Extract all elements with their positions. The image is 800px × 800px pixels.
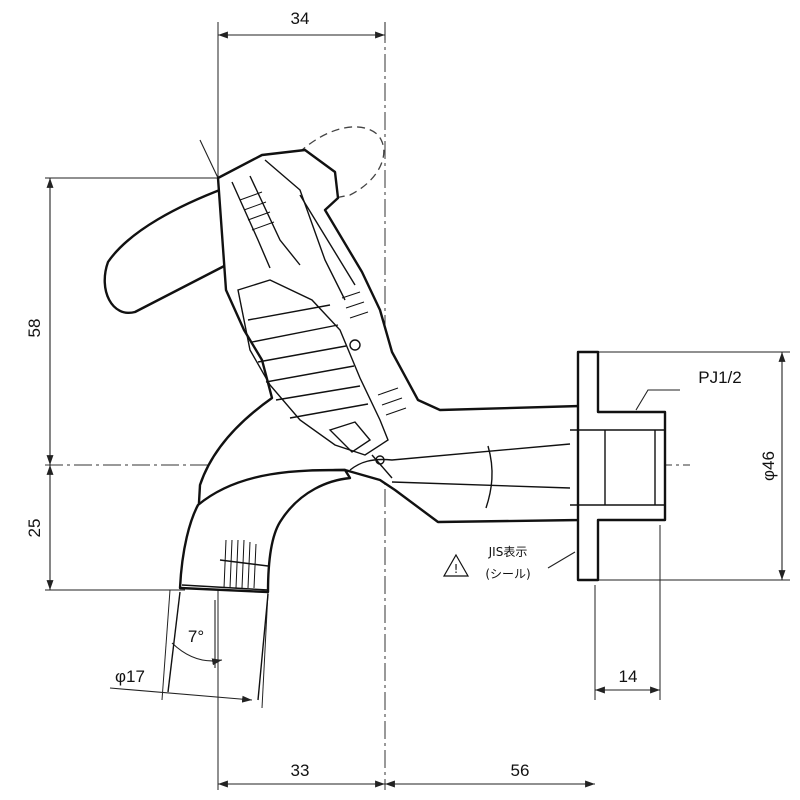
dim-label-phi46: φ46: [759, 451, 778, 481]
dim-line-phi17: [109, 687, 253, 703]
handle-edge-leader: [199, 139, 219, 179]
dim-label-25: 25: [25, 519, 44, 538]
dim-label-top: 34: [291, 9, 310, 28]
dim-label-14: 14: [619, 667, 638, 686]
extension-lines: [45, 22, 790, 790]
dim-label-58: 58: [25, 319, 44, 338]
jis-leader: [547, 551, 576, 569]
dim-arc-angle: [171, 642, 223, 666]
dim-label-angle: 7°: [188, 627, 204, 646]
dim-label-56: 56: [511, 761, 530, 780]
dim-label-33: 33: [291, 761, 310, 780]
thread-label: PJ1/2: [698, 368, 741, 387]
thread-leader: [635, 389, 680, 411]
faucet-body: [103, 126, 667, 701]
dim-label-phi17: φ17: [115, 667, 145, 686]
svg-text:!: !: [454, 562, 459, 576]
jis-note-line1: JIS表示: [488, 545, 528, 559]
jis-note-line2: (シール): [485, 567, 530, 581]
warning-triangle-icon: !: [442, 553, 470, 577]
